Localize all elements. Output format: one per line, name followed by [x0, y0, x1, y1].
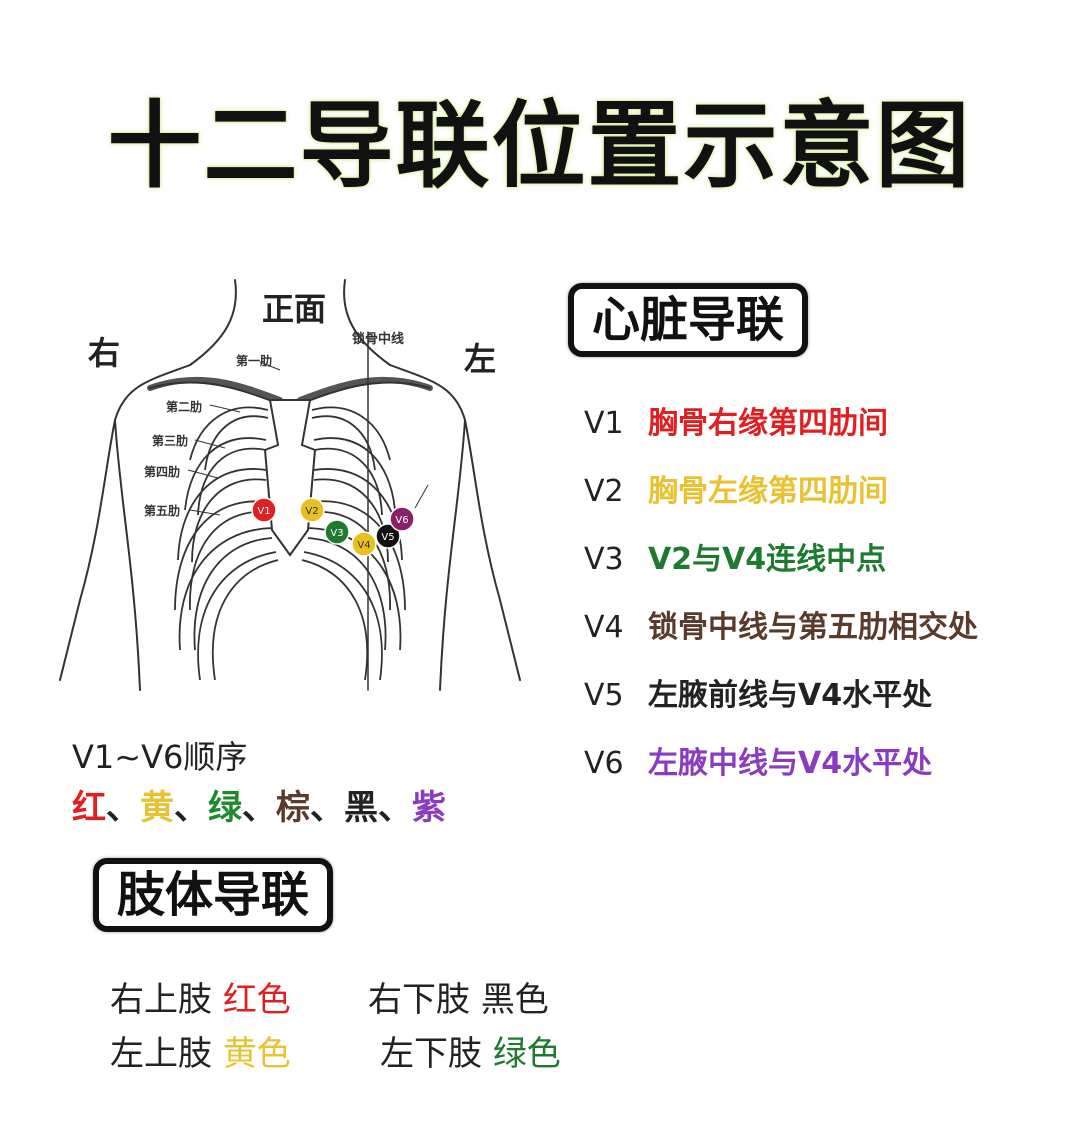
- order-color-1: 红: [72, 788, 106, 828]
- page-title: 十二导联位置示意图: [107, 92, 972, 201]
- limb-item: 右下肢 黑色: [368, 972, 549, 1021]
- limb-part: 右上肢: [110, 980, 223, 1020]
- order-separator: 、: [310, 788, 344, 828]
- label-right: 右: [88, 334, 121, 372]
- lead-description: 左腋中线与V4水平处: [648, 746, 933, 781]
- electrode-label-v1: V1: [257, 506, 270, 517]
- label-left: 左: [464, 340, 497, 378]
- lead-row-v1: V1 胸骨右缘第四肋间: [584, 398, 888, 442]
- heart-leads-heading: 心脏导联: [568, 283, 809, 358]
- order-color-5: 黑: [344, 788, 378, 828]
- lead-description: 胸骨左缘第四肋间: [648, 474, 888, 509]
- order-color-3: 绿: [208, 788, 242, 828]
- limb-color: 黑色: [480, 980, 549, 1020]
- electrode-label-v3: V3: [330, 528, 343, 539]
- electrode-v6: [389, 506, 415, 532]
- limb-color: 红色: [222, 980, 291, 1020]
- label-rib-3: 第三肋: [152, 434, 189, 448]
- limb-color: 黄色: [222, 1034, 291, 1074]
- lead-description: 锁骨中线与第五肋相交处: [648, 610, 978, 645]
- limb-item: 左上肢 黄色: [110, 1026, 291, 1075]
- lead-id: V3: [584, 542, 624, 577]
- limb-color: 绿色: [492, 1034, 561, 1074]
- lead-row-v3: V3 V2与V4连线中点: [584, 534, 886, 578]
- label-rib-1: 第一肋: [236, 354, 273, 368]
- order-color-list: 红、黄、绿、棕、黑、紫: [72, 780, 446, 829]
- lead-description: 胸骨右缘第四肋间: [648, 406, 888, 441]
- order-separator: 、: [378, 788, 412, 828]
- electrode-v2: [299, 497, 325, 523]
- label-front: 正面: [262, 290, 327, 328]
- limb-part: 右下肢: [368, 980, 481, 1020]
- order-color-4: 棕: [276, 788, 310, 828]
- label-rib-4: 第四肋: [144, 465, 181, 479]
- limb-item: 左下肢 绿色: [380, 1026, 561, 1075]
- order-title: V1~V6顺序: [72, 738, 248, 776]
- order-separator: 、: [242, 788, 276, 828]
- lead-id: V5: [584, 678, 624, 713]
- order-color-2: 黄: [140, 788, 174, 828]
- electrode-v3: [324, 519, 350, 545]
- lead-row-v6: V6 左腋中线与V4水平处: [584, 738, 932, 782]
- label-rib-2: 第二肋: [166, 400, 203, 414]
- limb-leads-heading: 肢体导联: [93, 858, 334, 933]
- lead-id: V4: [584, 610, 624, 645]
- electrode-v1: [251, 497, 277, 523]
- limb-item: 右上肢 红色: [110, 972, 291, 1021]
- electrode-label-v2: V2: [305, 506, 318, 517]
- label-rib-5: 第五肋: [144, 504, 181, 518]
- lead-id: V1: [584, 406, 624, 441]
- order-separator: 、: [106, 788, 140, 828]
- lead-description: V2与V4连线中点: [648, 542, 887, 577]
- label-midclavicular: 锁骨中线: [352, 332, 405, 347]
- electrode-label-v4: V4: [357, 540, 370, 551]
- lead-row-v4: V4 锁骨中线与第五肋相交处: [584, 602, 978, 646]
- electrode-v5: [375, 523, 401, 549]
- lead-id: V6: [584, 746, 624, 781]
- lead-description: 左腋前线与V4水平处: [648, 678, 933, 713]
- limb-part: 左上肢: [110, 1034, 223, 1074]
- electrode-label-v6: V6: [395, 515, 408, 526]
- lead-row-v2: V2 胸骨左缘第四肋间: [584, 466, 888, 510]
- order-color-6: 紫: [412, 788, 446, 828]
- lead-row-v5: V5 左腋前线与V4水平处: [584, 670, 932, 714]
- lead-id: V2: [584, 474, 624, 509]
- order-separator: 、: [174, 788, 208, 828]
- electrode-label-v5: V5: [381, 532, 394, 543]
- electrode-v4: [351, 531, 377, 557]
- limb-part: 左下肢: [380, 1034, 493, 1074]
